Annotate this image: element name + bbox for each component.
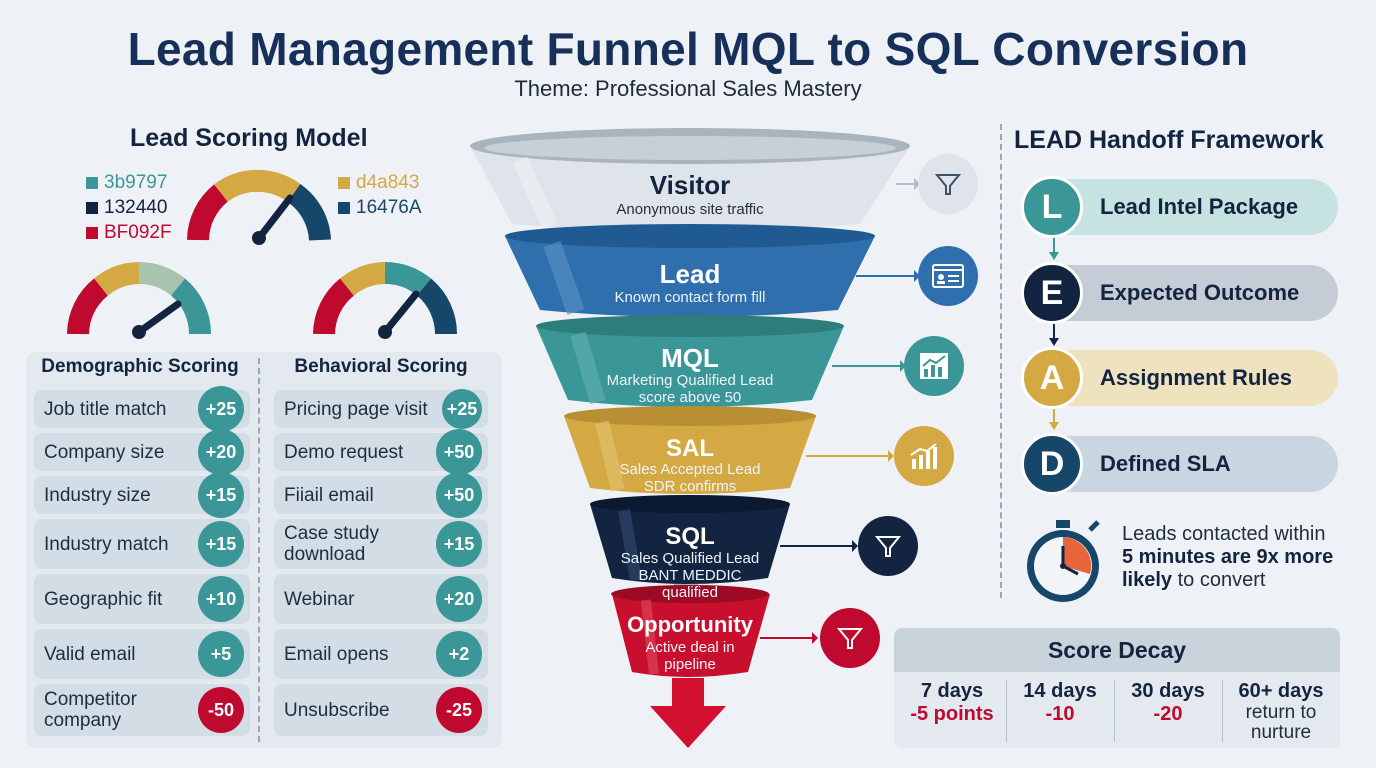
- funnel-icon: [820, 608, 880, 668]
- legend-item: 132440: [86, 197, 172, 219]
- funnel-icon: [858, 516, 918, 576]
- handoff-item-lead-intel: Lead Intel Package: [1040, 179, 1338, 235]
- table-row: Case study download+15: [274, 519, 488, 569]
- table-row: Industry match+15: [34, 519, 250, 569]
- legend-item: 16476A: [338, 197, 422, 219]
- decay-divider: [1114, 680, 1115, 742]
- gauge-icon: [313, 262, 458, 339]
- decay-divider: [1222, 680, 1223, 742]
- final-down-arrow: [650, 678, 726, 748]
- stage-sal-name: SAL: [666, 435, 714, 462]
- score-decay-title: Score Decay: [894, 628, 1340, 672]
- table-row: Email opens+2: [274, 629, 488, 679]
- table-row: Industry size+15: [34, 472, 250, 518]
- funnel-icon: [918, 154, 978, 214]
- legend-item: 3b9797: [86, 172, 172, 194]
- demographic-title: Demographic Scoring: [41, 356, 239, 377]
- page-subtitle: Theme: Professional Sales Mastery: [514, 76, 862, 101]
- stage-mql-desc: Marketing Qualified Lead score above 50: [606, 372, 774, 406]
- handoff-letter-d: D: [1021, 433, 1083, 495]
- handoff-item-expected-outcome: Expected Outcome: [1040, 265, 1338, 321]
- legend-left: 3b9797 132440 BF092F: [86, 172, 172, 244]
- stage-opportunity-shape: [611, 585, 770, 677]
- decay-column: 60+ days return to nurture: [1238, 680, 1324, 743]
- decay-column: 14 days -10: [1023, 680, 1097, 725]
- handoff-letter-e: E: [1021, 262, 1083, 324]
- table-row: Geographic fit+10: [34, 574, 250, 624]
- stage-opportunity-name: Opportunity: [627, 612, 753, 637]
- table-row: Pricing page visit+25: [274, 389, 488, 429]
- stage-opportunity-desc: Active deal in pipeline: [645, 639, 735, 673]
- decay-column: 7 days -5 points: [910, 680, 994, 725]
- stage-lead-desc: Known contact form fill: [614, 289, 766, 306]
- contact-card-icon: [918, 246, 978, 306]
- stage-visitor-desc: Anonymous site traffic: [616, 201, 764, 218]
- stage-sql-desc: Sales Qualified Lead BANT MEDDIC qualifi…: [620, 550, 760, 601]
- stat-line: likely to convert: [1122, 569, 1266, 591]
- decay-column: 30 days -20: [1131, 680, 1205, 725]
- table-row: Fiiail email+50: [274, 472, 488, 518]
- stat-line: Leads contacted within: [1122, 523, 1326, 545]
- gauge-icon: [187, 169, 331, 245]
- handoff-item-assignment-rules: Assignment Rules: [1040, 350, 1338, 406]
- growth-chart-icon: [904, 336, 964, 396]
- bar-chart-icon: [894, 426, 954, 486]
- table-row: Company size+20: [34, 429, 250, 475]
- stage-visitor-name: Visitor: [649, 170, 731, 200]
- table-row: Unsubscribe-25: [274, 684, 488, 736]
- table-row: Demo request+50: [274, 429, 488, 475]
- handoff-title: LEAD Handoff Framework: [1014, 126, 1324, 154]
- table-row: Valid email+5: [34, 629, 250, 679]
- handoff-connectors: [1049, 230, 1059, 430]
- column-divider: [258, 358, 260, 742]
- stage-sql-shape: [590, 495, 790, 584]
- gauge-icon: [67, 262, 212, 339]
- table-row: Competitor company-50: [34, 684, 250, 736]
- page-title: Lead Management Funnel MQL to SQL Conver…: [127, 23, 1249, 75]
- stage-visitor-shape: [470, 128, 910, 231]
- stopwatch-icon: [1027, 520, 1100, 602]
- scoring-title: Lead Scoring Model: [130, 124, 368, 152]
- legend-right: d4a843 16476A: [338, 172, 422, 219]
- right-divider: [1000, 124, 1002, 598]
- handoff-letter-a: A: [1021, 347, 1083, 409]
- score-decay-panel: Score Decay 7 days -5 points 14 days -10…: [894, 628, 1340, 748]
- stage-lead-name: Lead: [659, 259, 721, 289]
- stage-sal-desc: Sales Accepted Lead SDR confirms: [619, 461, 761, 495]
- stage-side-arrows: [760, 178, 920, 644]
- legend-item: BF092F: [86, 222, 172, 244]
- stage-sal-shape: [564, 406, 816, 494]
- behavioral-title: Behavioral Scoring: [294, 356, 468, 377]
- stage-lead-shape: [505, 224, 875, 317]
- stage-sql-name: SQL: [665, 523, 715, 550]
- response-time-stat: Leads contacted within 5 minutes are 9x …: [1122, 523, 1362, 592]
- legend-item: d4a843: [338, 172, 422, 194]
- table-row: Webinar+20: [274, 574, 488, 624]
- handoff-letter-l: L: [1021, 176, 1083, 238]
- funnel-diagram: [470, 128, 920, 748]
- scoring-panel: Demographic Scoring Behavioral Scoring J…: [26, 352, 502, 748]
- stage-mql-name: MQL: [661, 343, 719, 373]
- handoff-item-defined-sla: Defined SLA: [1040, 436, 1338, 492]
- stat-bold-line: 5 minutes are 9x more: [1122, 546, 1334, 568]
- decay-divider: [1006, 680, 1007, 742]
- table-row: Job title match+25: [34, 386, 250, 432]
- stage-mql-shape: [536, 315, 844, 407]
